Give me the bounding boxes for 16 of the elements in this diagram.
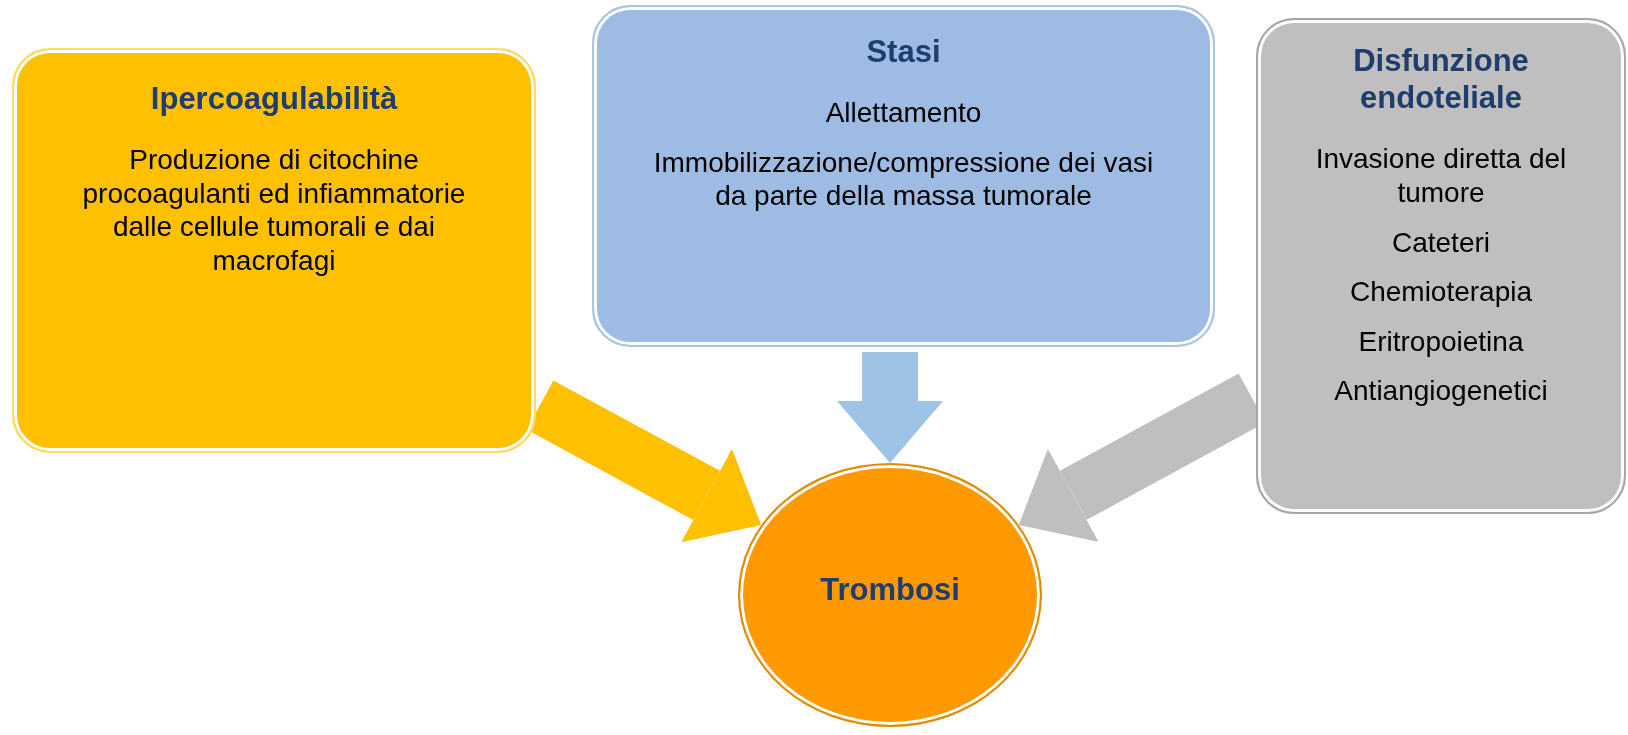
item-text: Chemioterapia <box>1349 275 1533 309</box>
heading: Disfunzione endoteliale <box>1352 42 1530 117</box>
category-box <box>12 48 536 453</box>
item-text: Invasione diretta del tumore <box>1314 142 1568 210</box>
item-text: Cateteri <box>1391 225 1490 260</box>
category-box <box>1256 18 1626 514</box>
heading: Ipercoagulabilità <box>150 80 398 118</box>
item-text: Immobilizzazione/compressione dei vasi da parte della massa tumorale <box>652 145 1155 213</box>
heading: Stasi <box>866 33 941 71</box>
heading: Trombosi <box>820 571 960 609</box>
item-text: Allettamento <box>825 96 982 130</box>
item-text: Eritropoietina <box>1358 324 1524 359</box>
block-arrow <box>837 352 943 463</box>
item-text: Antiangiogenetici <box>1334 374 1548 408</box>
item-text: Produzione di citochine procoagulanti ed infiammatorie dalle cellule tumorali e dai macrofagi <box>81 143 467 278</box>
category-box <box>592 5 1215 347</box>
